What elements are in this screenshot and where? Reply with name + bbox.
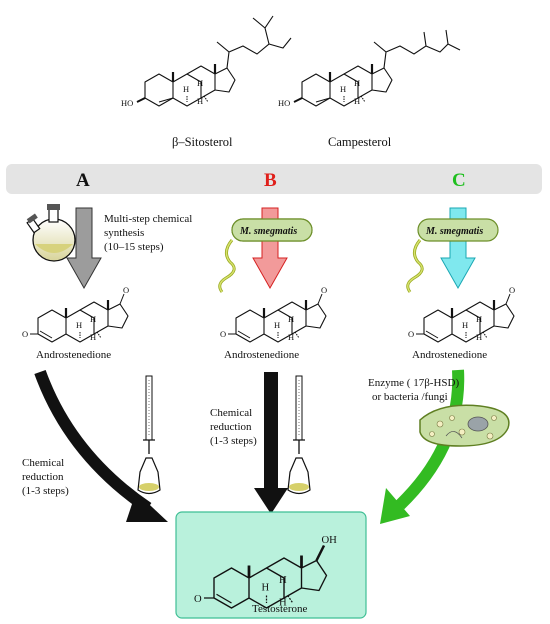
androstenedione-c-label: Androstenedione — [412, 349, 487, 361]
hydroxyl-label: HO — [121, 98, 133, 108]
sitosterol-label: β–Sitosterol — [172, 135, 233, 149]
flask-icon — [26, 204, 76, 262]
androstenedione-a-structure — [22, 285, 129, 342]
androstenedione-c-structure — [408, 285, 515, 342]
androstenedione-b-label: Androstenedione — [224, 349, 299, 361]
m-smegmatis-c-icon — [406, 239, 424, 293]
organism-b-label: M. smegmatis — [239, 226, 297, 237]
route-c-label: C — [452, 170, 466, 191]
androstenedione-a-label: Androstenedione — [36, 349, 111, 361]
campesterol-label: Campesterol — [328, 135, 392, 149]
reduction-a-label-line1: Chemical — [22, 457, 64, 469]
reduction-a-label-line3: (1-3 steps) — [22, 485, 69, 497]
testosterone-label: Testosterone — [252, 603, 308, 615]
bioconversion-c-arrow — [417, 207, 499, 290]
route-band — [6, 164, 542, 194]
burette-a-icon — [137, 375, 161, 495]
chemical-synthesis-arrow — [66, 207, 102, 290]
route-a-label: A — [76, 170, 90, 191]
synthesis-label-line3: (10–15 steps) — [104, 241, 164, 253]
enzyme-label-line1: Enzyme ( 17β-HSD) — [368, 377, 459, 389]
organism-c-label: M. smegmatis — [425, 226, 483, 237]
bacterial-cell-icon — [419, 404, 510, 447]
bioconversion-b-arrow — [231, 207, 313, 290]
reduction-b-label-line2: reduction — [210, 421, 252, 433]
hydroxyl-label: HO — [278, 98, 290, 108]
reduction-a-label-line2: reduction — [22, 471, 64, 483]
hydroxyl-label: OH — [322, 535, 338, 546]
synthesis-label-line2: synthesis — [104, 227, 144, 239]
campesterol-structure: HO — [278, 29, 461, 108]
beta-sitosterol-structure: HO — [121, 15, 292, 108]
reduction-b-label-line3: (1-3 steps) — [210, 435, 257, 447]
androstenedione-b-structure — [220, 285, 327, 342]
oxygen-label: O — [194, 594, 202, 605]
synthesis-label-line1: Multi-step chemical — [104, 213, 192, 225]
reduction-b-arrow — [254, 372, 288, 514]
testosterone-structure: O OH — [194, 535, 338, 610]
reduction-b-label-line1: Chemical — [210, 407, 252, 419]
burette-b-icon — [287, 375, 311, 495]
route-b-label: B — [264, 170, 277, 191]
enzyme-label-line2: or bacteria /fungi — [372, 391, 448, 403]
reduction-a-arrow — [34, 369, 168, 522]
